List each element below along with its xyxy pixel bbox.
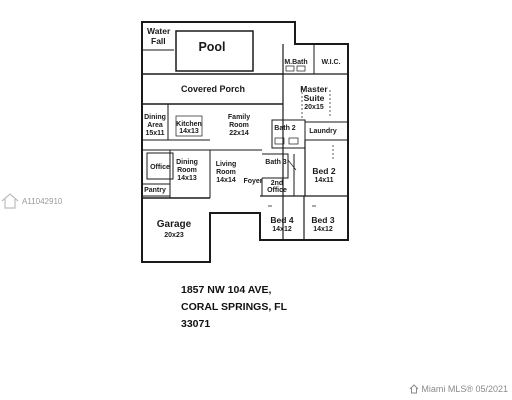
- bed4-dimensions: 14x12: [272, 226, 292, 233]
- wic-label: W.I.C.: [321, 59, 340, 66]
- second-office-label-line1: 2nd: [271, 180, 283, 187]
- garage-dimensions: 20x23: [164, 232, 184, 239]
- waterfall-label-line2: Fall: [151, 36, 166, 46]
- address-line1: 1857 NW 104 AVE,: [181, 284, 272, 296]
- second-office-label-line2: Office: [267, 187, 287, 194]
- room-labels: Water Fall Pool Covered Porch M.Bath W.I…: [144, 26, 340, 239]
- pool-label: Pool: [198, 40, 225, 54]
- bed2-dimensions: 14x11: [314, 177, 333, 184]
- foyer-label: Foyer: [243, 178, 262, 185]
- family-room-label-line1: Family: [228, 114, 250, 121]
- laundry-label: Laundry: [309, 128, 337, 135]
- dining-room-label-line1: Dining: [176, 159, 198, 166]
- kitchen-dimensions: 14x13: [179, 128, 199, 135]
- mls-watermark: Miami MLS® 05/2021: [409, 384, 508, 394]
- dining-area-label-line1: Dining: [144, 114, 166, 121]
- family-room-label-line2: Room: [229, 122, 249, 129]
- living-room-label-line1: Living: [216, 161, 237, 168]
- house-outline-icon: [1, 193, 19, 209]
- bath3-label: Bath 3: [265, 159, 287, 166]
- bath2-label: Bath 2: [274, 125, 296, 132]
- dining-area-label-line2: Area: [147, 122, 163, 129]
- master-suite-dimensions: 20x15: [304, 104, 324, 111]
- bed3-dimensions: 14x12: [313, 226, 333, 233]
- kitchen-label: Kitchen: [176, 121, 202, 128]
- office-label: Office: [150, 164, 170, 171]
- covered-porch-label: Covered Porch: [181, 84, 245, 94]
- dining-room-label-line2: Room: [177, 167, 197, 174]
- bed3-label: Bed 3: [311, 215, 334, 225]
- master-bath-label: M.Bath: [284, 59, 307, 66]
- master-suite-label-line2: Suite: [304, 93, 325, 103]
- house-logo-icon: [409, 384, 419, 394]
- address-line3: 33071: [181, 318, 211, 330]
- listing-id-text: A11042910: [22, 196, 63, 206]
- living-room-dimensions: 14x14: [216, 177, 236, 184]
- walls: [141, 21, 349, 263]
- waterfall-label-line1: Water: [147, 26, 171, 36]
- living-room-label-line2: Room: [216, 169, 236, 176]
- dining-area-dimensions: 15x11: [145, 130, 164, 137]
- family-room-dimensions: 22x14: [229, 130, 249, 137]
- address-line2: CORAL SPRINGS, FL: [181, 301, 287, 313]
- bed4-label: Bed 4: [270, 215, 293, 225]
- pantry-label: Pantry: [144, 187, 166, 194]
- bed2-label: Bed 2: [312, 166, 335, 176]
- dining-room-dimensions: 14x13: [177, 175, 197, 182]
- listing-id: A11042910: [0, 192, 62, 210]
- watermark-text: Miami MLS® 05/2021: [421, 384, 508, 394]
- property-address: 1857 NW 104 AVE, CORAL SPRINGS, FL 33071: [181, 282, 287, 333]
- master-suite-label-line1: Master: [300, 84, 328, 94]
- garage-label: Garage: [157, 219, 192, 230]
